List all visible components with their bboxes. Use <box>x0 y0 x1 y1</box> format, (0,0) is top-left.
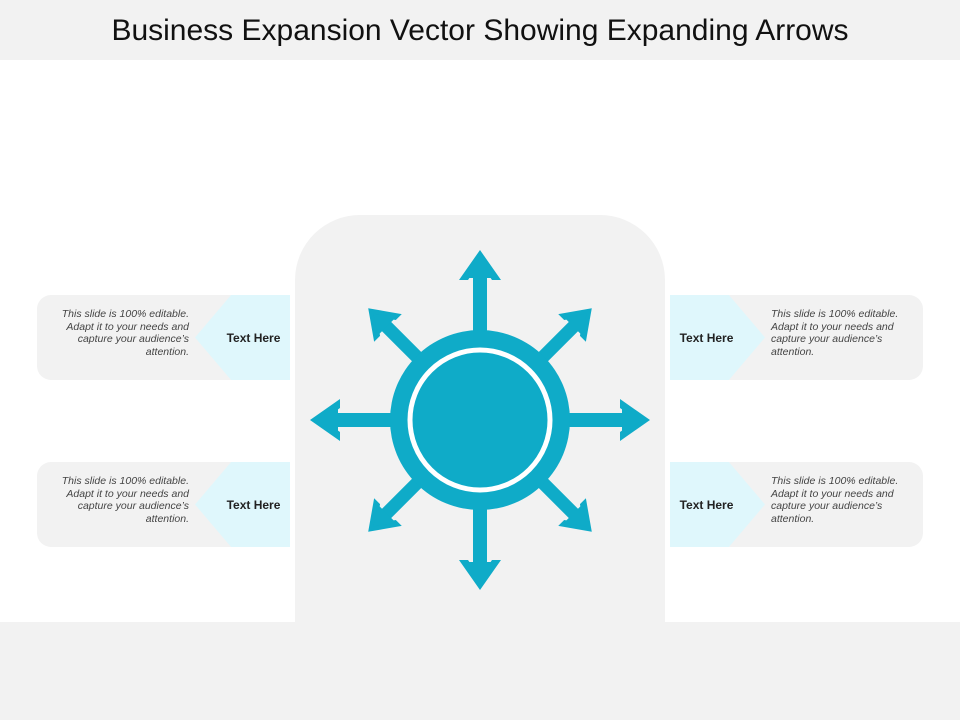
expanding-arrows-icon <box>310 250 650 590</box>
arrow-head <box>459 250 501 280</box>
hub-core <box>414 354 546 486</box>
hub-inner-ring <box>407 347 553 493</box>
slide-title: Business Expansion Vector Showing Expand… <box>111 14 849 47</box>
description-text: This slide is 100% editable. Adapt it to… <box>771 308 899 358</box>
arrow-tip <box>373 313 396 336</box>
arrow-tip <box>466 258 494 278</box>
label-tag: Text Here <box>670 295 765 380</box>
description-text: This slide is 100% editable. Adapt it to… <box>61 475 189 525</box>
arrow-tip <box>564 504 587 527</box>
text-box-left-bottom: This slide is 100% editable. Adapt it to… <box>37 462 290 547</box>
arrow-tip <box>564 313 587 336</box>
arrow-tip <box>622 406 642 434</box>
footer-bar <box>0 622 960 720</box>
label-tag: Text Here <box>195 462 290 547</box>
arrow-tip <box>373 504 396 527</box>
arrow-tip <box>466 562 494 582</box>
description-text: This slide is 100% editable. Adapt it to… <box>61 308 189 358</box>
label-tag: Text Here <box>195 295 290 380</box>
arrow-head <box>459 560 501 590</box>
text-box-right-top: Text Here This slide is 100% editable. A… <box>670 295 923 380</box>
arrow-tip <box>318 406 338 434</box>
text-box-left-top: This slide is 100% editable. Adapt it to… <box>37 295 290 380</box>
title-bar <box>0 0 960 60</box>
label-tag: Text Here <box>670 462 765 547</box>
arrow-head <box>310 399 340 441</box>
description-text: This slide is 100% editable. Adapt it to… <box>771 475 899 525</box>
text-box-right-bottom: Text Here This slide is 100% editable. A… <box>670 462 923 547</box>
arrow-head <box>620 399 650 441</box>
